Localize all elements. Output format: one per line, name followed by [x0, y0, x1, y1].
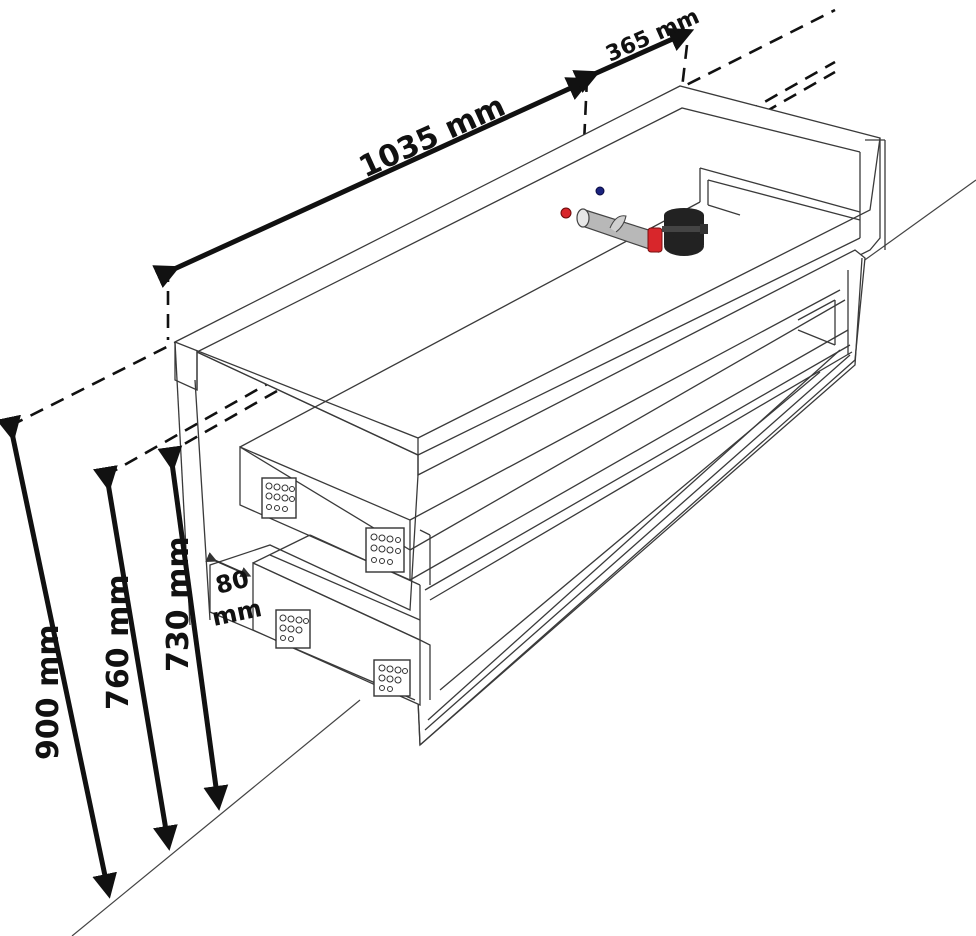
- label-height-760: 760 mm: [101, 574, 136, 710]
- label-height-730: 730 mm: [161, 536, 196, 672]
- dimension-height-760: 760 mm: [93, 465, 178, 851]
- label-rear-offset: 365 mm: [602, 4, 703, 67]
- label-height-900: 900 mm: [31, 624, 66, 760]
- hot-water-valve-icon: [560, 207, 572, 219]
- siphon-trap-icon: [662, 208, 708, 256]
- drawer-runner-bracket-icon: [261, 477, 411, 697]
- cold-water-valve-icon: [595, 186, 605, 196]
- pipe-coupling: [647, 227, 663, 253]
- dimension-rear-offset: 365 mm: [572, 4, 703, 93]
- wall-floor-lines: [71, 179, 976, 936]
- dimension-height-900: 900 mm: [0, 414, 117, 899]
- dimension-height-730: 730 mm: [157, 445, 229, 811]
- label-total-depth: 1035 mm: [354, 89, 511, 186]
